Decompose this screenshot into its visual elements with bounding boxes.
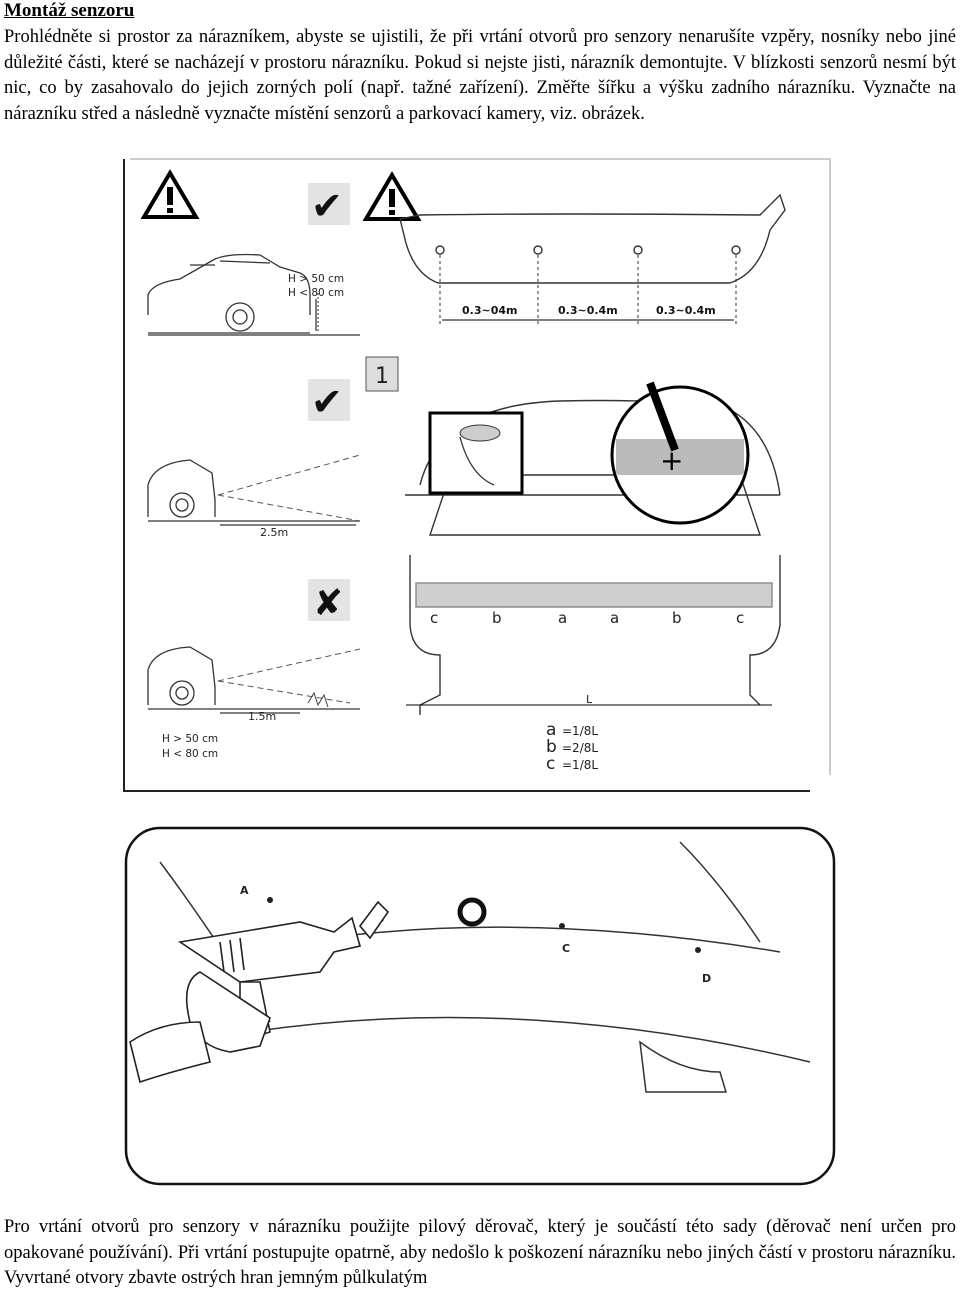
section-title: Montáž senzoru <box>4 0 135 21</box>
car-rear-illustration <box>147 459 216 518</box>
legend-c-value: =1/8L <box>562 758 598 772</box>
warning-icon <box>362 171 422 221</box>
height-label-3: H > 50 cm <box>162 733 218 745</box>
check-icon: ✔ <box>308 379 350 424</box>
warning-icon <box>140 169 200 219</box>
segment-b-left: b <box>492 609 502 627</box>
legend-a-value: =1/8L <box>562 724 598 738</box>
spacing-label-3: 0.3~0.4m <box>656 304 716 317</box>
segment-a-left: a <box>558 609 567 627</box>
legend-b-letter: b <box>546 737 557 757</box>
drilling-paragraph: Pro vrtání otvorů pro senzory v nárazník… <box>4 1217 956 1288</box>
legend-a-letter: a <box>546 720 556 740</box>
sensor-placement-figure: ✔ H > 50 cm H < 80 cm ✔ 2.5m ✘ 1.5m H > … <box>123 158 831 792</box>
legend-b-value: =2/8L <box>562 741 598 755</box>
hole-label-d: D <box>702 972 711 985</box>
spacing-label-2: 0.3~0.4m <box>558 304 618 317</box>
camera-hole <box>457 897 487 927</box>
hole-label-c: C <box>562 942 570 955</box>
hole-label-a: A <box>240 884 249 897</box>
range-ok-label: 2.5m <box>260 526 288 539</box>
bumper-illustration <box>159 841 811 1093</box>
height-label-1: H > 50 cm <box>288 273 344 285</box>
step-number: 1 <box>375 364 389 389</box>
spacing-label-1: 0.3~04m <box>462 304 517 317</box>
svg-text:✔: ✔ <box>311 184 343 228</box>
check-icon: ✔ <box>308 183 350 228</box>
cross-icon: ✘ <box>308 579 350 624</box>
length-symbol: L <box>586 693 593 706</box>
car-side-illustration <box>147 253 311 334</box>
drilling-figure: A B C D <box>124 826 836 1186</box>
segment-a-right: a <box>610 609 619 627</box>
svg-text:✔: ✔ <box>311 380 343 424</box>
legend-c-letter: c <box>546 754 555 774</box>
intro-paragraph: Prohlédněte si prostor za nárazníkem, ab… <box>4 27 956 124</box>
rear-bumper-illustration <box>399 193 786 325</box>
segment-c-right: c <box>736 609 744 627</box>
height-label-4: H < 80 cm <box>162 748 218 760</box>
svg-text:✘: ✘ <box>313 583 343 624</box>
height-label-2: H < 80 cm <box>288 287 344 299</box>
car-rear-illustration <box>147 646 216 706</box>
segment-labels: c b a a b c <box>430 609 744 627</box>
segment-c-left: c <box>430 609 438 627</box>
svg-text:+: + <box>660 444 683 477</box>
marker-inset: + <box>428 381 750 525</box>
range-bad-label: 1.5m <box>248 710 276 723</box>
drill-illustration <box>129 900 390 1084</box>
segment-b-right: b <box>672 609 682 627</box>
